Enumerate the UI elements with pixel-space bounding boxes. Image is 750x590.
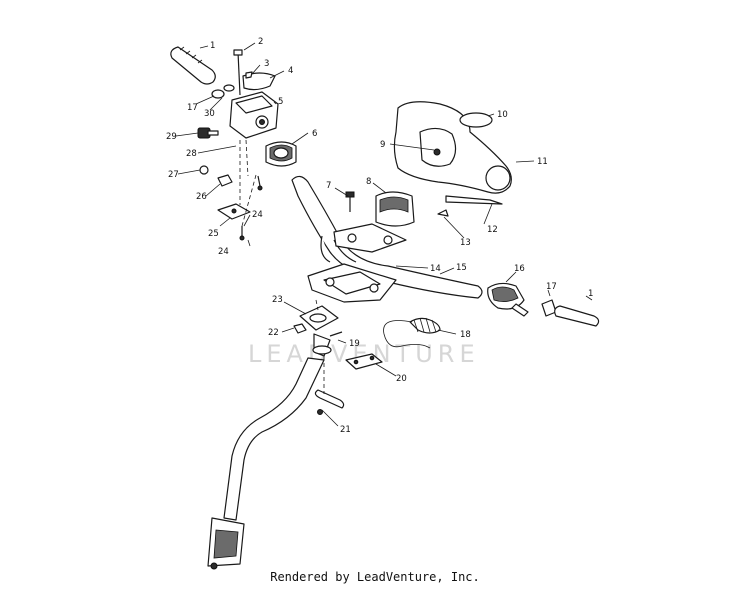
part-handlebar-15 [291,175,483,299]
callout-2: 2 [258,37,263,47]
part-screw-29 [197,127,219,139]
callout-1: 1 [210,41,215,51]
assembly-lines-left [239,139,257,227]
part-clamp-8 [375,191,415,227]
part-tube-21 [314,389,345,415]
callout-7: 7 [326,181,331,191]
part-steering-post [207,333,332,570]
callout-17-left: 17 [187,103,198,113]
callout-12: 12 [487,225,498,235]
callout-30: 30 [204,109,215,119]
callout-15: 15 [456,263,467,273]
callout-28: 28 [186,149,197,159]
callout-4: 4 [288,66,293,76]
callout-8: 8 [366,177,371,187]
callout-29: 29 [166,132,177,142]
part-bracket-20 [345,353,383,370]
callout-27: 27 [168,170,179,180]
callout-24-lower: 24 [218,247,229,257]
callout-labels: 1 2 3 4 5 6 7 8 9 10 11 12 13 14 15 16 1… [166,37,593,435]
part-switch-16 [487,282,529,317]
callout-20: 20 [396,374,407,384]
part-plate-25 [217,203,251,220]
part-cover-6 [265,141,297,167]
part-grip-right [554,305,600,327]
callout-13: 13 [460,238,471,248]
leader-lines [175,42,593,427]
callout-24-upper: 24 [252,210,263,220]
part-throttle-housing [229,91,279,139]
callout-21: 21 [340,425,351,435]
part-nut-22 [293,323,307,334]
part-screw-13 [437,209,449,217]
part-nut-27 [199,165,209,175]
part-ring-17-right [541,299,557,317]
part-bolt-7 [345,191,355,212]
callout-11: 11 [537,157,548,167]
callout-25: 25 [208,229,219,239]
part-clamp-14-lower [307,263,397,303]
part-flange-23 [299,305,339,331]
part-small-bushing [211,84,235,99]
assembly-lines-center [315,299,325,394]
callout-5: 5 [278,97,283,107]
callout-1-right: 1 [588,289,593,299]
callout-18: 18 [460,330,471,340]
callout-6: 6 [312,129,317,139]
callout-19: 19 [349,339,360,349]
part-bolt-19 [329,331,343,337]
part-screws-24 [239,175,263,241]
callout-26: 26 [196,192,207,202]
part-block-26 [217,174,233,187]
footer-credit: Rendered by LeadVenture, Inc. [270,570,480,584]
callout-17-right: 17 [546,282,557,292]
callout-3: 3 [264,59,269,69]
callout-22: 22 [268,328,279,338]
part-headlight-pod-11 [393,101,512,205]
callout-10: 10 [497,110,508,120]
callout-23: 23 [272,295,283,305]
callout-14: 14 [430,264,441,274]
callout-9: 9 [380,140,385,150]
part-throttle-lever [242,71,276,91]
part-harness-18 [383,317,441,349]
part-cable [233,49,243,96]
part-grip-left [170,46,216,85]
part-clamp-14-upper [333,223,407,253]
part-lens-10 [459,112,493,128]
callout-16: 16 [514,264,525,274]
part-screw-9 [433,148,441,156]
